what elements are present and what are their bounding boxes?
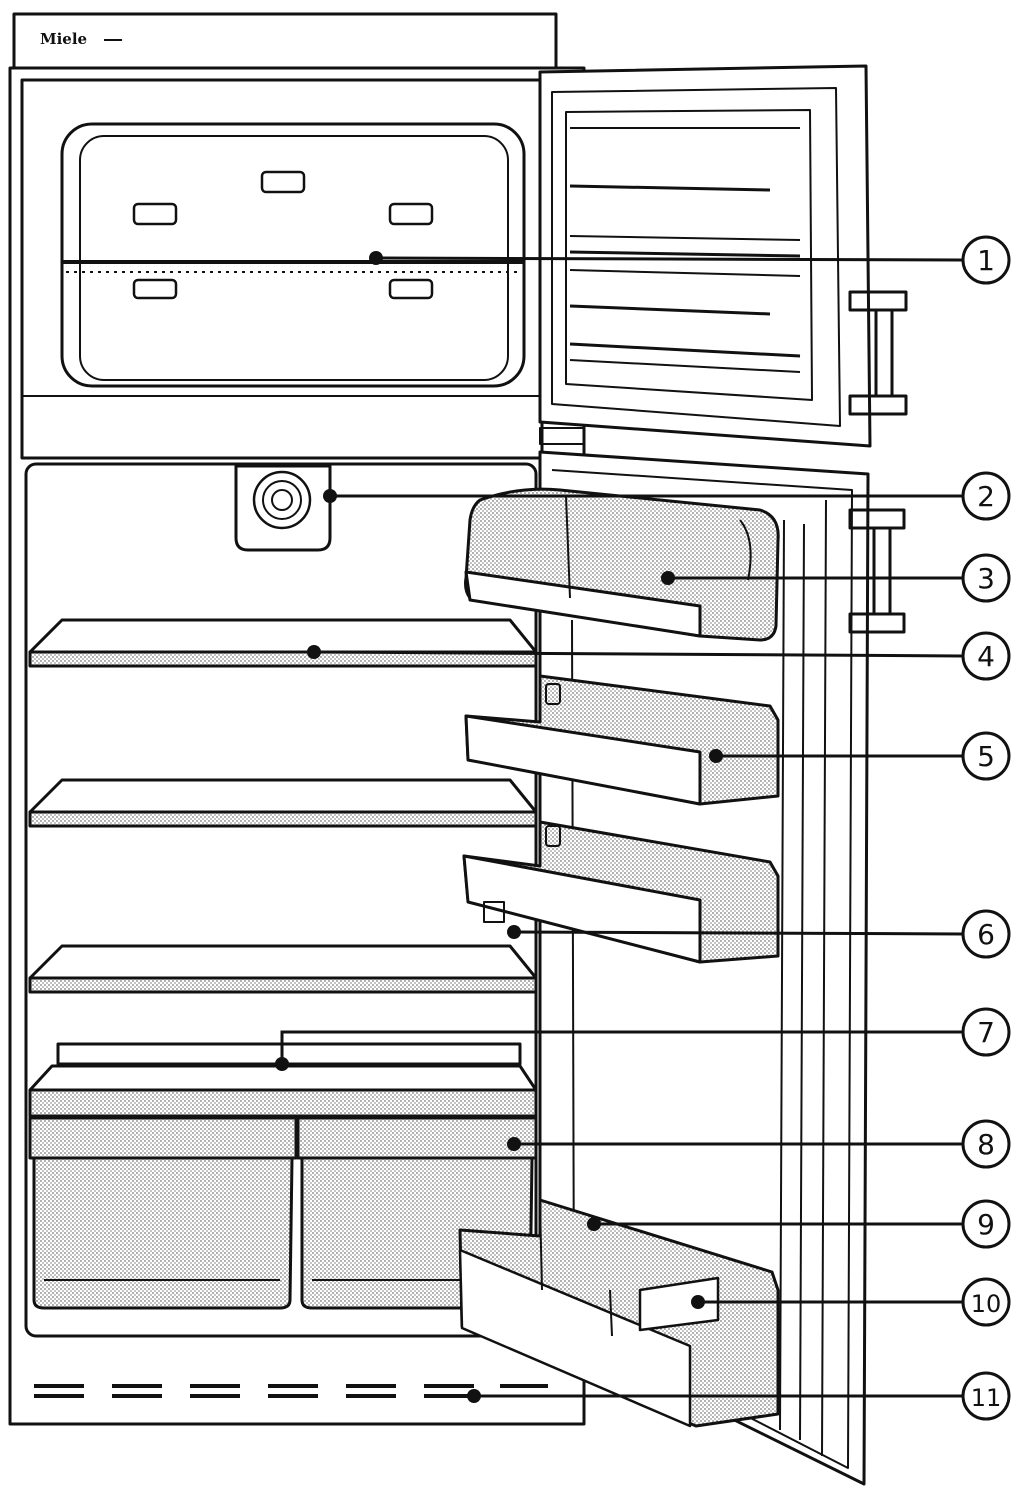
bottle-shelf <box>458 1198 780 1428</box>
callout-dot <box>661 571 675 585</box>
butter-compartment <box>464 487 780 642</box>
callout-dot <box>323 489 337 503</box>
door-shelf <box>464 674 780 806</box>
callout-circle <box>961 631 1011 681</box>
callout-number: 2 <box>977 480 995 513</box>
callout-dot <box>691 1295 705 1309</box>
callout-circle <box>961 1199 1011 1249</box>
callout-number: 1 <box>977 244 995 277</box>
callout-circle <box>961 471 1011 521</box>
callout-leader-line <box>513 930 963 936</box>
callout-circle <box>961 1119 1011 1169</box>
callout-6: 6 <box>507 909 1011 959</box>
callout-number: 6 <box>977 918 995 951</box>
callout-number: 4 <box>977 640 995 673</box>
callout-9: 9 <box>587 1199 1011 1249</box>
callout-dot <box>587 1217 601 1231</box>
callout-10: 10 <box>691 1277 1011 1327</box>
callout-number: 10 <box>971 1290 1002 1318</box>
glass-shelf-1 <box>28 618 538 668</box>
callout-11: 11 <box>467 1371 1011 1421</box>
callout-4: 4 <box>307 631 1011 681</box>
crisper-drawer-left <box>28 1116 298 1310</box>
callout-dot <box>507 925 521 939</box>
callout-leader-line <box>280 1030 962 1064</box>
ventilation-grille <box>34 1384 548 1398</box>
callout-dot <box>507 1137 521 1151</box>
callout-number: 5 <box>977 740 995 773</box>
callout-2: 2 <box>323 471 1011 521</box>
callout-dot <box>467 1389 481 1403</box>
callout-circle <box>961 909 1011 959</box>
callout-circle <box>961 731 1011 781</box>
callout-dot <box>307 645 321 659</box>
callouts: 1 2 3 4 5 6 7 8 9 10 11 <box>275 235 1011 1421</box>
callout-number: 7 <box>977 1016 995 1049</box>
glass-shelf-3 <box>28 944 538 994</box>
callout-dot <box>275 1057 289 1071</box>
freezer-door <box>538 64 908 448</box>
callout-circle <box>961 1371 1011 1421</box>
light-housing <box>234 464 332 552</box>
callout-number: 8 <box>977 1128 995 1161</box>
glass-shelf-2 <box>28 778 538 828</box>
callout-number: 9 <box>977 1208 995 1241</box>
callout-8: 8 <box>507 1119 1011 1169</box>
callout-circle <box>961 1277 1011 1327</box>
callout-circle <box>961 1007 1011 1057</box>
callout-number: 11 <box>971 1384 1002 1412</box>
callout-leader-line <box>375 256 963 262</box>
callout-5: 5 <box>709 731 1011 781</box>
callout-dot <box>709 749 723 763</box>
callout-7: 7 <box>275 1007 1011 1071</box>
brand-logo: Miele <box>40 30 87 48</box>
callout-1: 1 <box>369 235 1011 285</box>
top-panel <box>12 12 558 70</box>
freezer-liner <box>60 122 526 388</box>
bottle-holder <box>638 1276 720 1332</box>
callout-circle <box>961 553 1011 603</box>
callout-leader-line <box>313 650 963 658</box>
callout-3: 3 <box>661 553 1011 603</box>
callout-circle <box>961 235 1011 285</box>
crisper-cover-shelf <box>28 1042 538 1118</box>
door-shelf-lower <box>462 820 780 964</box>
callout-number: 3 <box>977 562 995 595</box>
callout-dot <box>369 251 383 265</box>
